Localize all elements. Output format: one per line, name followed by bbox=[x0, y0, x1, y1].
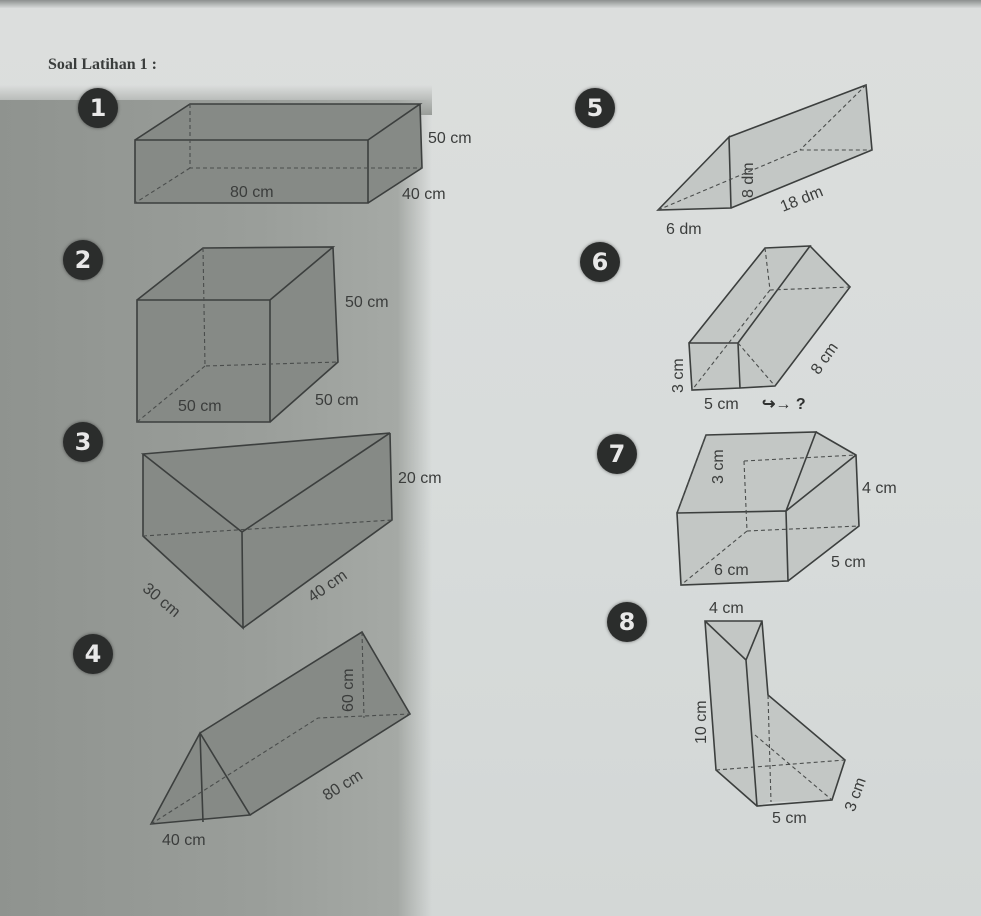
page-edge bbox=[0, 0, 981, 8]
problem-number-8: 8 bbox=[607, 602, 647, 642]
label-4-base: 40 cm bbox=[162, 832, 206, 849]
label-3-height: 20 cm bbox=[398, 470, 442, 487]
problem-number-4: 4 bbox=[73, 634, 113, 674]
label-2-height: 50 cm bbox=[345, 294, 389, 311]
problem-number-2: 2 bbox=[63, 240, 103, 280]
label-7-width: 6 cm bbox=[714, 562, 749, 579]
label-1-length: 80 cm bbox=[230, 184, 274, 201]
label-1-width: 40 cm bbox=[402, 186, 446, 203]
problem-number-5: 5 bbox=[575, 88, 615, 128]
problem-number-6: 6 bbox=[580, 242, 620, 282]
label-8-bottom: 5 cm bbox=[772, 810, 807, 827]
label-2-length: 50 cm bbox=[178, 398, 222, 415]
label-1-height: 50 cm bbox=[428, 130, 472, 147]
worksheet-title: Soal Latihan 1 : bbox=[48, 56, 157, 73]
label-5-base: 6 dm bbox=[666, 221, 702, 238]
problem-number-7: 7 bbox=[597, 434, 637, 474]
label-7-height: 4 cm bbox=[862, 480, 897, 497]
label-2-width: 50 cm bbox=[315, 392, 359, 409]
label-8-top: 4 cm bbox=[709, 600, 744, 617]
label-7-depth: 5 cm bbox=[831, 554, 866, 571]
problem-number-3: 3 bbox=[63, 422, 103, 462]
problem-number-1: 1 bbox=[78, 88, 118, 128]
handwritten-annotation: ↪→ ? bbox=[762, 396, 806, 413]
label-8-height: 10 cm bbox=[693, 700, 710, 744]
label-6-width: 5 cm bbox=[704, 396, 739, 413]
